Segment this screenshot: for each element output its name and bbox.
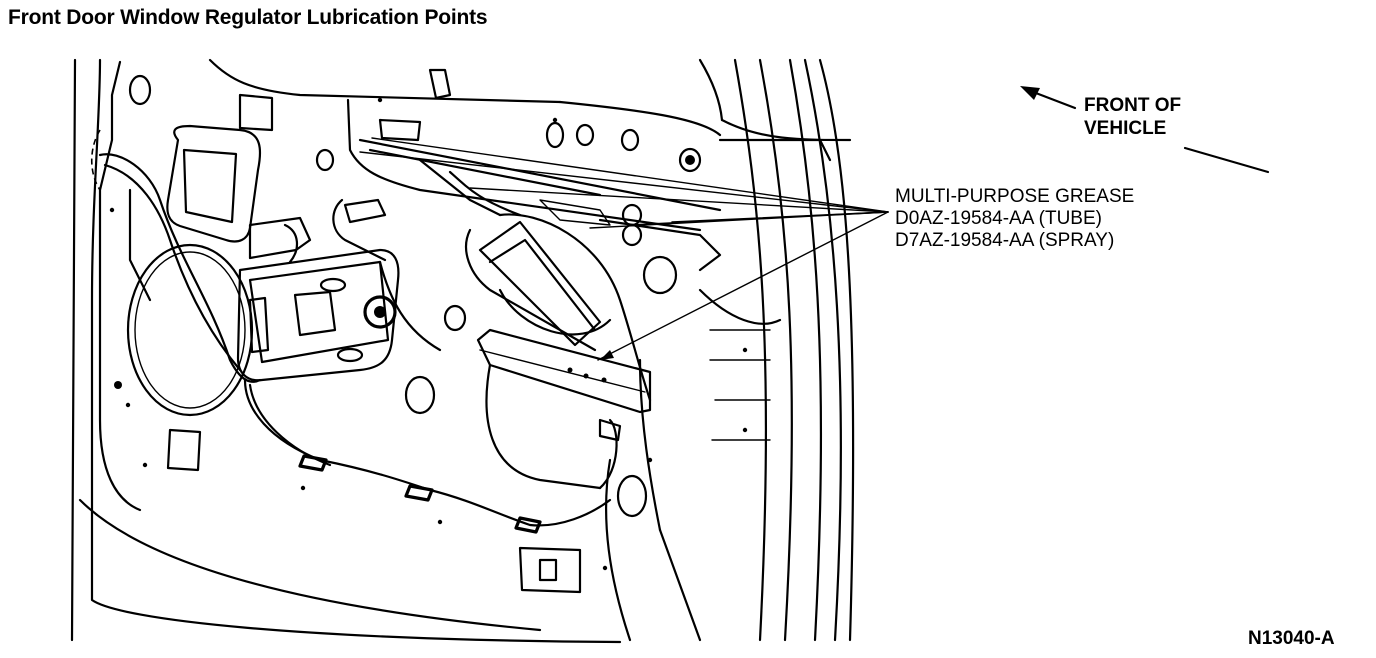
door-panel-outline (70, 58, 724, 644)
front-of-vehicle-line1: FRONT OF (1084, 95, 1182, 116)
lubricant-callout: MULTI-PURPOSE GREASE D0AZ-19584-AA (TUBE… (895, 186, 1134, 252)
front-direction-arrow (1020, 86, 1270, 174)
lubricant-part-tube: D0AZ-19584-AA (TUBE) (895, 208, 1102, 229)
panel-fasteners (109, 97, 748, 571)
grease-leader-lines (359, 137, 889, 361)
regulator-sector-arm (465, 213, 652, 490)
inner-panel-openings (90, 68, 702, 594)
door-frame-pillar (604, 58, 855, 642)
lubricant-name: MULTI-PURPOSE GREASE (895, 186, 1135, 207)
figure-number: N13040-A (1248, 628, 1335, 649)
lubricant-part-spray: D7AZ-19584-AA (SPRAY) (895, 230, 1115, 251)
front-of-vehicle-label: FRONT OF VEHICLE (1084, 94, 1181, 140)
page-title: Front Door Window Regulator Lubrication … (8, 6, 488, 29)
wiring-harness (98, 153, 612, 534)
regulator-motor (236, 198, 442, 382)
front-of-vehicle-line2: VEHICLE (1084, 118, 1167, 139)
upper-glass-track (346, 98, 722, 272)
